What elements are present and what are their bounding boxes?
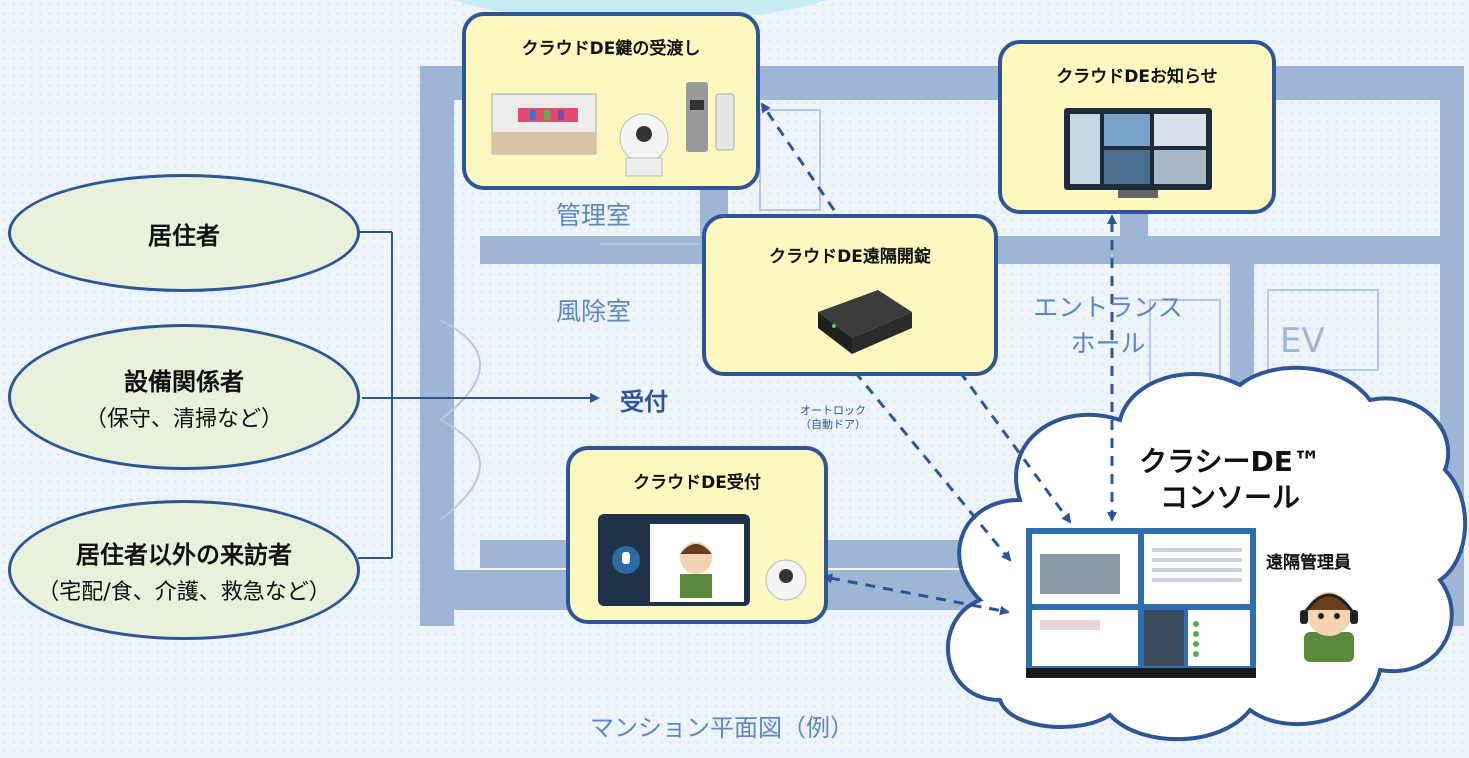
visitor-bracket: [358, 231, 600, 559]
visitor-facility-title: 設備関係者: [124, 367, 244, 396]
card-remote-unlock-title: クラウドDE遠隔開錠: [769, 247, 931, 267]
remote-manager-label: 遠隔管理員: [1266, 553, 1351, 573]
visitor-resident-title: 居住者: [148, 221, 220, 250]
card-reception-title: クラウドDE受付: [633, 473, 761, 493]
visitor-other-subtitle: （宅配/食、介護、救急など）: [37, 579, 331, 605]
key-devices-illustration: [491, 82, 735, 177]
card-notice: クラウドDEお知らせ: [998, 40, 1276, 214]
visitor-facility: 設備関係者 （保守、清掃など）: [8, 324, 360, 470]
gateway-device-illustration: [818, 290, 912, 354]
visitor-other-title: 居住者以外の来訪者: [76, 540, 292, 569]
card-key-handover: クラウドDE鍵の受渡し: [462, 12, 760, 190]
entrance-line1: エントランス: [1033, 293, 1183, 322]
card-key-handover-title: クラウドDE鍵の受渡し: [521, 39, 701, 59]
room-label-windbreak: 風除室: [556, 297, 632, 326]
connector-lines: [760, 102, 1117, 616]
autolock-line1: オートロック: [800, 404, 866, 417]
remote-manager-avatar: [1300, 592, 1358, 662]
ev-label: EV: [1280, 321, 1325, 361]
autolock-label: オートロック （自動ドア）: [778, 404, 888, 432]
entrance-line2: ホール: [1070, 329, 1146, 358]
signage-display-illustration: [1064, 108, 1212, 198]
cloud-title: クラシーDE™ コンソール: [1130, 444, 1330, 516]
visitor-resident: 居住者: [8, 174, 360, 292]
plan-caption: マンション平面図（例）: [590, 714, 854, 742]
autolock-line2: （自動ドア）: [800, 418, 866, 431]
reception-label: 受付: [620, 388, 668, 416]
card-notice-title: クラウドDEお知らせ: [1056, 67, 1218, 87]
card-reception: クラウドDE受付: [566, 446, 828, 624]
visitor-facility-subtitle: （保守、清掃など）: [84, 406, 283, 432]
console-screen-illustration: [1026, 528, 1256, 678]
card-remote-unlock: クラウドDE遠隔開錠: [702, 214, 998, 376]
cloud-title-line2: コンソール: [1159, 481, 1300, 514]
room-label-entrance: エントランス ホール: [1020, 290, 1196, 362]
visitor-other: 居住者以外の来訪者 （宅配/食、介護、救急など）: [8, 500, 360, 640]
room-label-management: 管理室: [556, 201, 632, 230]
cloud-title-line1: クラシーDE™: [1139, 445, 1321, 478]
reception-tablet-illustration: [598, 514, 807, 606]
